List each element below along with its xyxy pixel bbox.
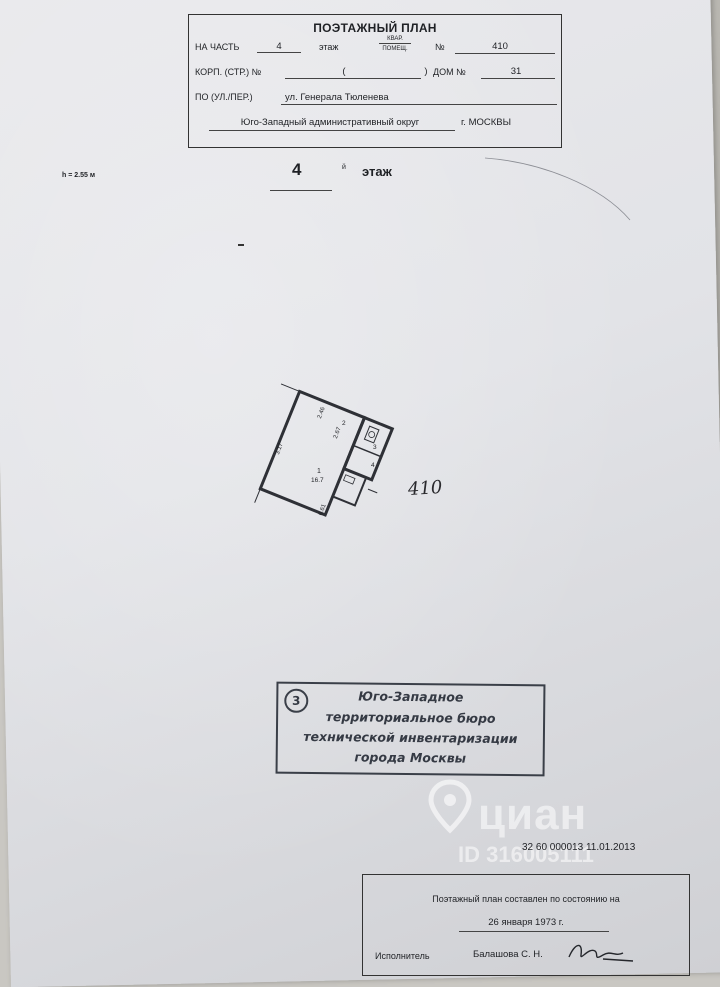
room-2-number: 2	[342, 420, 346, 427]
street-underline	[281, 104, 557, 105]
bti-stamp: 3 Юго-Западное территориальное бюро техн…	[275, 681, 546, 777]
room-1-area: 16.7	[311, 477, 324, 484]
room-3-number: 3	[373, 444, 377, 451]
footer-box: Поэтажный план составлен по состоянию на…	[362, 874, 690, 976]
ceiling-height: h = 2.55 м	[62, 172, 96, 179]
district-value: Юго-Западный административный округ	[240, 117, 420, 128]
handwritten-apartment-number: 410	[407, 476, 444, 501]
kvar-divider	[379, 43, 411, 44]
korp-label: КОРП. (СТР.) №	[195, 67, 262, 77]
room-1-number: 1	[317, 468, 321, 475]
pomesch-label: ПОМЕЩ.	[382, 46, 408, 52]
floor-suffix: й	[342, 164, 346, 171]
performer-name: Балашова С. Н.	[473, 949, 543, 960]
dom-underline	[481, 78, 555, 79]
floor-label: этаж	[319, 42, 339, 52]
stamp-line-4: города Москвы	[354, 749, 467, 766]
kvar-label: КВАР.	[387, 36, 403, 42]
dom-label: ДОМ №	[433, 67, 466, 77]
stamp-line-1: Юго-Западное	[358, 688, 464, 705]
floor-underline	[257, 52, 301, 53]
header-box: ПОЭТАЖНЫЙ ПЛАН НА ЧАСТЬ 4 этаж КВАР. ПОМ…	[188, 14, 562, 148]
stamp-line-3: технической инвентаризации	[303, 728, 518, 747]
floor-value: 4	[276, 41, 282, 52]
korp-paren-close: )	[424, 66, 428, 77]
district-underline	[209, 130, 455, 131]
street-label: ПО (УЛ./ПЕР.)	[195, 92, 253, 102]
part-label: НА ЧАСТЬ	[195, 42, 240, 52]
room-4-number: 4	[371, 462, 375, 469]
pencil-arc	[484, 157, 631, 221]
signature	[568, 944, 634, 962]
city-value: г. МОСКВЫ	[461, 117, 512, 128]
watermark-id: ID 316005111	[458, 842, 594, 867]
floor-number: 4	[292, 160, 302, 179]
registration-number: 32 60 000013 11.01.2013	[522, 842, 636, 853]
ink-mark	[238, 244, 244, 246]
apartment-underline	[455, 53, 555, 54]
performer-label: Исполнитель	[375, 951, 430, 961]
footer-statement: Поэтажный план составлен по состоянию на	[432, 894, 620, 904]
street-value: ул. Генерала Тюленева	[285, 92, 389, 103]
number-sign: №	[435, 42, 445, 52]
korp-underline	[285, 78, 421, 79]
floor-plan	[254, 383, 395, 517]
dom-value: 31	[510, 66, 522, 77]
document-title: ПОЭТАЖНЫЙ ПЛАН	[313, 21, 437, 35]
stamp-line-2: территориальное бюро	[325, 709, 496, 726]
watermark-brand: циан	[478, 790, 588, 839]
footer-date-underline	[459, 931, 609, 932]
footer-date: 26 января 1973 г.	[488, 917, 564, 928]
cian-logo-icon	[428, 779, 472, 834]
apartment-number: 410	[492, 41, 508, 52]
floor-word: этаж	[362, 164, 392, 179]
korp-paren-open: (	[342, 66, 346, 77]
floor-number-underline	[270, 190, 332, 191]
